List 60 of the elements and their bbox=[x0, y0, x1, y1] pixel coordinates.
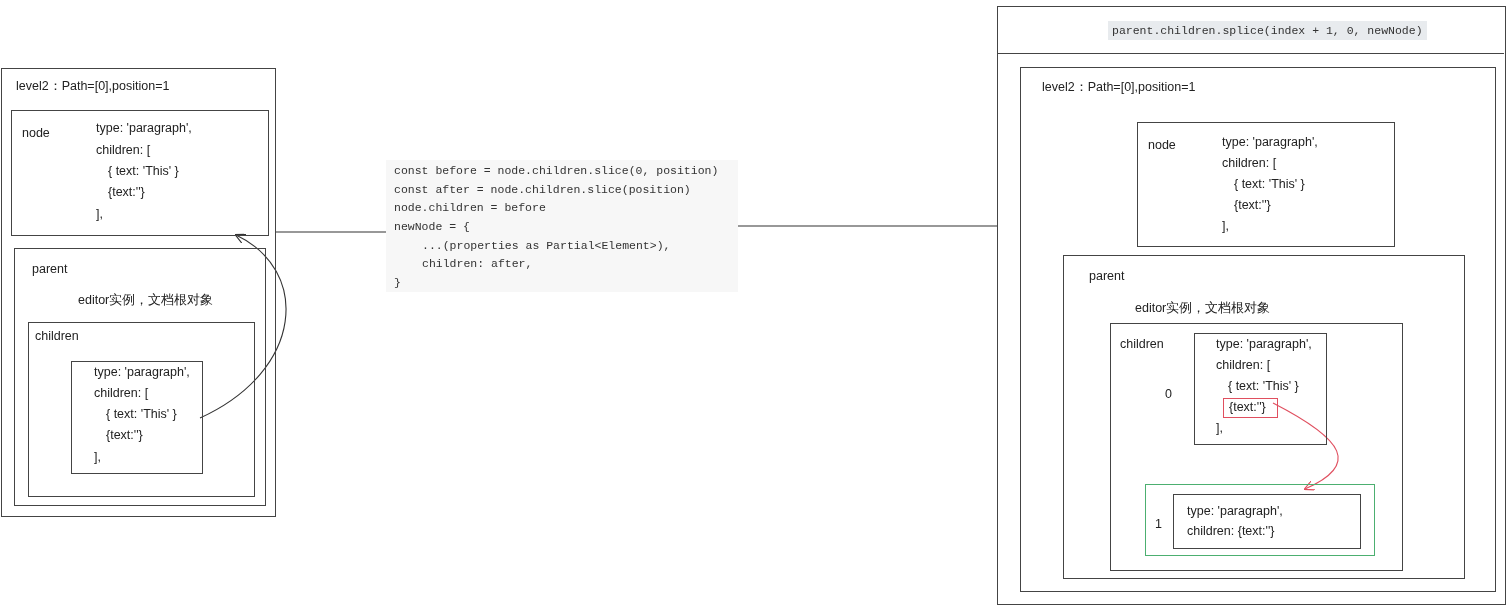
node-text: {text:''} bbox=[106, 428, 143, 443]
box-title: node bbox=[22, 126, 50, 141]
code-line: } bbox=[394, 275, 401, 290]
node-text: {text:''} bbox=[1234, 198, 1271, 213]
connector-line bbox=[737, 225, 998, 227]
node-text: {text:''} bbox=[108, 185, 145, 200]
panel-box bbox=[997, 6, 1506, 605]
node-text: ], bbox=[94, 450, 101, 465]
node-text: ], bbox=[1222, 219, 1229, 234]
node-text: children bbox=[35, 329, 79, 344]
connector-line bbox=[275, 231, 387, 233]
code-line: ...(properties as Partial<Element>), bbox=[422, 238, 671, 253]
box-title: parent bbox=[32, 262, 68, 277]
parent-box bbox=[14, 248, 266, 506]
node-text: type: 'paragraph', bbox=[1222, 135, 1318, 150]
node-text: {text:''} bbox=[1229, 400, 1266, 415]
node-text: type: 'paragraph', bbox=[96, 121, 192, 136]
node-box bbox=[11, 110, 269, 236]
node-text: editor实例，文档根对象 bbox=[78, 293, 214, 308]
node-text: children: [ bbox=[1222, 156, 1277, 171]
code-line: const after = node.children.slice(position) bbox=[394, 182, 691, 197]
node-text: type: 'paragraph', bbox=[1216, 337, 1312, 352]
node-text: 1 bbox=[1155, 517, 1162, 532]
code-line: children: after, bbox=[422, 256, 533, 271]
element-box bbox=[71, 361, 203, 474]
code-line: node.children = before bbox=[394, 200, 546, 215]
element-box bbox=[1173, 494, 1361, 549]
code-line: const before = node.children.slice(0, position) bbox=[394, 163, 719, 178]
box-title: parent bbox=[1089, 269, 1125, 284]
node-text: type: 'paragraph', bbox=[1187, 504, 1283, 519]
node-text: level2：Path=[0],position=1 bbox=[1042, 80, 1196, 95]
node-text: type: 'paragraph', bbox=[94, 365, 190, 380]
arrow bbox=[1272, 402, 1339, 491]
arrow bbox=[199, 233, 287, 419]
node-text: level2：Path=[0],position=1 bbox=[16, 79, 170, 94]
node-text: { text: 'This' } bbox=[108, 164, 179, 179]
panel-box bbox=[1, 68, 276, 517]
node-text: children bbox=[1120, 337, 1164, 352]
highlight-box bbox=[1223, 398, 1278, 418]
index-label: 0 bbox=[1165, 387, 1172, 402]
code-block bbox=[386, 160, 738, 292]
node-text: { text: 'This' } bbox=[1234, 177, 1305, 192]
inserted-box bbox=[1145, 484, 1375, 556]
node-text: children: [ bbox=[94, 386, 149, 401]
children-box bbox=[28, 322, 255, 497]
level-box bbox=[1020, 67, 1496, 592]
node-text: { text: 'This' } bbox=[1228, 379, 1299, 394]
node-text: ], bbox=[1216, 421, 1223, 436]
node-text: ], bbox=[96, 207, 103, 222]
node-text: children: {text:''} bbox=[1187, 524, 1275, 539]
node-box bbox=[1137, 122, 1395, 247]
box-title: node bbox=[1148, 138, 1176, 153]
node-text: editor实例，文档根对象 bbox=[1135, 301, 1271, 316]
parent-box bbox=[1063, 255, 1465, 579]
node-text: { text: 'This' } bbox=[106, 407, 177, 422]
code-line: newNode = { bbox=[394, 219, 470, 234]
node-text: children: [ bbox=[1216, 358, 1271, 373]
code-text: parent.children.splice(index + 1, 0, newNode) bbox=[1108, 21, 1427, 40]
node-text: children: [ bbox=[96, 143, 151, 158]
children-box bbox=[1110, 323, 1403, 571]
